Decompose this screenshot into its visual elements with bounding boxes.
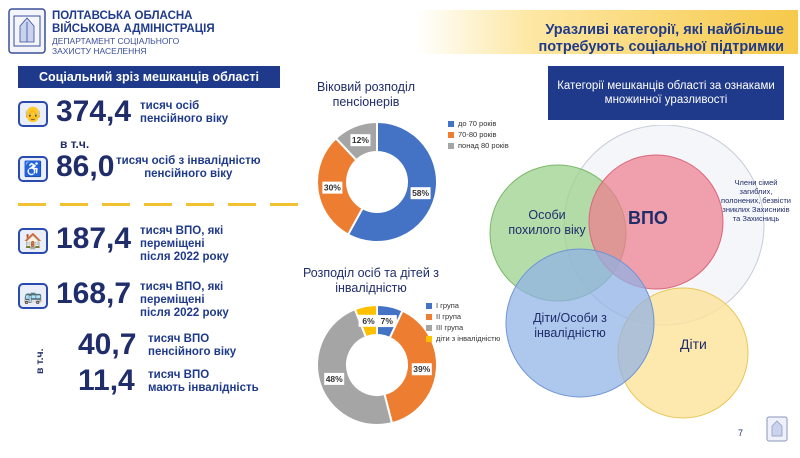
- categories-title: Категорії мешканців області за ознаками …: [548, 66, 784, 120]
- title-band: Уразливі категорії, які найбільше потреб…: [416, 10, 798, 55]
- home-icon: 🏠: [18, 228, 48, 254]
- legend-swatch: [448, 142, 454, 149]
- chart-disability-donut: 7% 39% 48% 6%: [316, 303, 438, 426]
- section-title: Соціальний зріз мешканців області: [18, 66, 280, 88]
- org-name: ПОЛТАВСЬКА ОБЛАСНА ВІЙСЬКОВА АДМІНІСТРАЦ…: [52, 10, 215, 35]
- venn-diagram: [489, 125, 765, 419]
- legend-entry: І група: [426, 300, 500, 311]
- venn-disabled-label: Діти/Особи з інвалідністю: [533, 311, 607, 340]
- stat-vpo-pension-value: 40,7: [78, 328, 137, 361]
- data-label: 6%: [362, 316, 375, 326]
- data-label-bg: [410, 187, 431, 200]
- venn-children-label: Діти: [680, 336, 707, 352]
- legend-label: до 70 років: [458, 119, 497, 128]
- data-label: 58%: [412, 188, 429, 198]
- legend-label: ІІІ група: [436, 323, 464, 332]
- stat-vpo-total-value: 187,4: [56, 222, 132, 255]
- page-title: Уразливі категорії, які найбільше потреб…: [538, 22, 784, 55]
- chart-age-legend: до 70 років 70-80 років понад 80 років: [448, 118, 509, 151]
- legend-label: понад 80 років: [458, 141, 509, 150]
- chart-age-title: Віковий розподіл пенсіонерів: [316, 80, 416, 109]
- data-label: 7%: [381, 316, 394, 326]
- including-vertical-label: в т.ч.: [34, 348, 46, 374]
- including-label: в т.ч.: [60, 137, 90, 151]
- venn-elderly-label: Особи похилого віку: [508, 208, 586, 237]
- data-label-bg: [411, 363, 432, 376]
- venn-vpo-label: ВПО: [628, 208, 668, 228]
- legend-entry: до 70 років: [448, 118, 509, 129]
- legend-entry: діти з інвалідністю: [426, 333, 500, 344]
- stat-vpo-disabled-value: 11,4: [78, 364, 135, 397]
- venn-disabled-circle: [505, 248, 655, 398]
- dashed-divider: [18, 203, 298, 206]
- stamp-icon: [766, 416, 788, 442]
- data-label: 48%: [326, 374, 343, 384]
- legend-entry: понад 80 років: [448, 140, 509, 151]
- bus-icon: 🚌: [18, 283, 48, 309]
- legend-label: 70-80 років: [458, 130, 497, 139]
- donut-slice: [316, 307, 394, 426]
- data-label-bg: [376, 315, 397, 328]
- chart-disability-title: Розподіл осіб та дітей з інвалідністю: [302, 266, 440, 295]
- legend-swatch: [426, 313, 432, 320]
- wheelchair-icon: ♿: [18, 156, 48, 182]
- department-name: ДЕПАРТАМЕНТ СОЦІАЛЬНОГО ЗАХИСТУ НАСЕЛЕНН…: [52, 36, 180, 56]
- donut-slice: [346, 120, 438, 243]
- stat-pensioners-value: 374,4: [56, 95, 132, 128]
- chart-age-donut: 58% 30% 12%: [316, 120, 438, 243]
- legend-label: І група: [436, 301, 459, 310]
- legend-swatch: [426, 324, 432, 331]
- legend-entry: ІІ група: [426, 311, 500, 322]
- legend-swatch: [448, 120, 454, 127]
- data-label-bg: [322, 181, 343, 194]
- elderly-people-icon: 👴: [18, 101, 48, 127]
- stat-disabled-pensioners-value: 86,0: [56, 150, 115, 183]
- legend-label: діти з інвалідністю: [436, 334, 501, 343]
- data-label-bg: [358, 314, 379, 327]
- legend-entry: 70-80 років: [448, 129, 509, 140]
- data-label: 12%: [352, 135, 369, 145]
- legend-swatch: [426, 335, 432, 342]
- data-label: 39%: [413, 364, 430, 374]
- legend-label: ІІ група: [436, 312, 462, 321]
- stat-vpo-after-value: 168,7: [56, 277, 132, 310]
- data-label-bg: [324, 372, 345, 385]
- data-label-bg: [350, 134, 371, 147]
- data-label: 30%: [324, 183, 341, 193]
- page-number: 7: [738, 428, 744, 438]
- venn-vpo-circle: [588, 154, 724, 290]
- emblem-icon: [8, 8, 46, 54]
- legend-swatch: [448, 131, 454, 138]
- venn-families-label: Члени сімей загиблих, полонених, безвіст…: [721, 178, 791, 223]
- legend-swatch: [426, 302, 432, 309]
- legend-entry: ІІІ група: [426, 322, 500, 333]
